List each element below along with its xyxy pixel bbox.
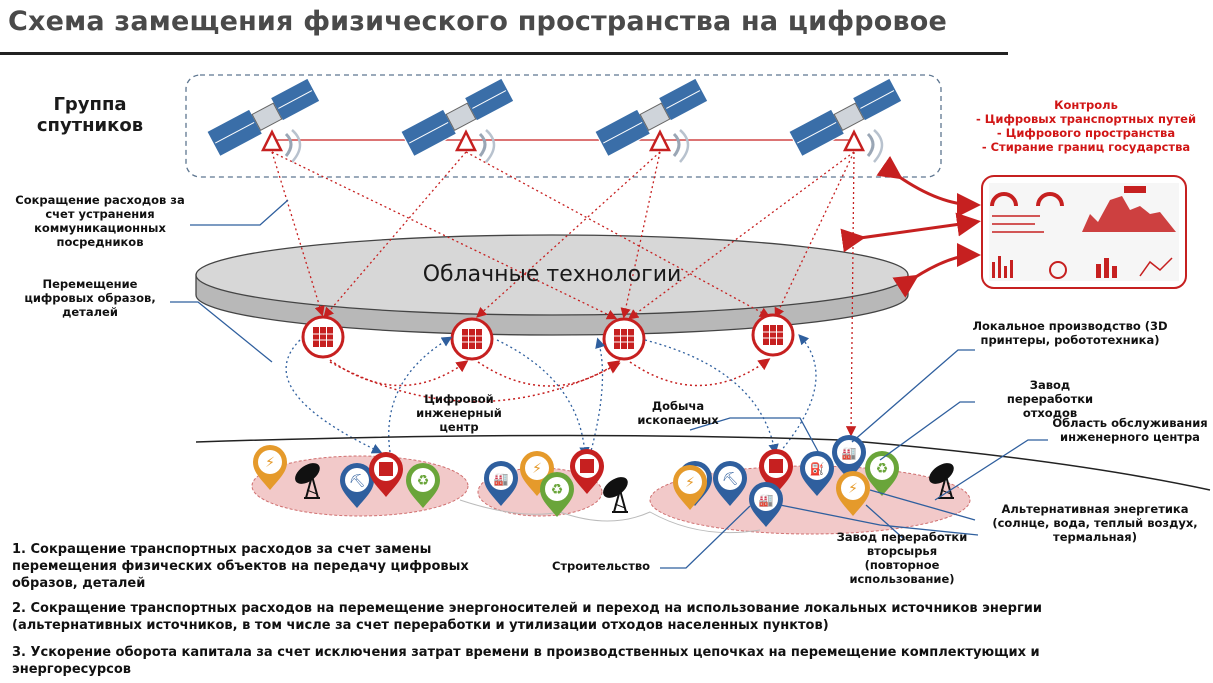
control-item-2: - Цифрового пространства <box>996 126 1176 140</box>
svg-text:⛏: ⛏ <box>349 474 366 489</box>
crane-pin-1: ⛏ <box>340 463 374 508</box>
service-area-label: Область обслуживания инженерного центра <box>1052 416 1208 444</box>
note-3: 3. Ускорение оборота капитала за счет ис… <box>12 645 1040 677</box>
cloud-server-1 <box>301 315 345 359</box>
alt-energy-pin-2: ⚡ <box>520 451 554 496</box>
recycling-plant-label: Завод переработки вторсырья (повторное и… <box>836 530 968 586</box>
alt-energy-pin-3: ⚡ <box>673 465 707 510</box>
control-item-3: - Стирание границ государства <box>981 140 1191 154</box>
cost-reduction-label: Сокращение расходов за счет устранения к… <box>15 193 185 249</box>
svg-text:♻: ♻ <box>551 482 564 498</box>
factory-pin-4: 🏭 <box>749 482 783 527</box>
construction-label: Строительство <box>551 559 651 573</box>
crane-pin-3: ⛏ <box>713 461 747 506</box>
alt-energy-pin-4: ⚡ <box>836 471 870 516</box>
page-title: Схема замещения физического пространства… <box>8 6 948 37</box>
svg-text:🏭: 🏭 <box>842 446 857 460</box>
engineering-center-label: Цифровой инженерный центр <box>416 392 502 434</box>
waste-plant-label: Завод переработки отходов <box>1006 378 1094 420</box>
server-pin-2 <box>570 449 604 494</box>
factory-pin-5: 🏭 <box>832 435 866 480</box>
ground-line <box>195 434 1211 491</box>
note-1: 1. Сокращение транспортных расходов за с… <box>12 542 469 591</box>
svg-text:⚡: ⚡ <box>685 475 695 491</box>
cloud-label: Облачные технологии <box>422 262 682 287</box>
svg-text:⚡: ⚡ <box>848 481 858 497</box>
svg-text:♻: ♻ <box>417 473 430 489</box>
svg-text:🏭: 🏭 <box>759 493 774 507</box>
svg-text:⚡: ⚡ <box>265 455 275 471</box>
control-item-1: - Цифровых транспортных путей <box>975 112 1197 126</box>
dish-icon-2 <box>598 471 633 513</box>
svg-text:⛏: ⛏ <box>722 472 739 487</box>
control-block: Контроль - Цифровых транспортных путей -… <box>962 98 1210 154</box>
svg-text:♻: ♻ <box>876 461 889 477</box>
local-production-label: Локальное производство (3D принтеры, роб… <box>972 319 1168 347</box>
svg-text:⛽: ⛽ <box>810 462 825 476</box>
note-2: 2. Сокращение транспортных расходов на п… <box>12 601 1042 633</box>
recycle-pin-3: ♻ <box>865 451 899 496</box>
cloud-server-3 <box>602 317 646 361</box>
server-pin-1 <box>369 452 403 497</box>
satellite-beacon-2 <box>454 129 478 152</box>
cloud-server-2 <box>450 317 494 361</box>
satellites-label: Группа спутников <box>36 94 144 136</box>
recycle-pin-1: ♻ <box>406 463 440 508</box>
satellite-group-frame <box>185 74 942 178</box>
svg-text:🏭: 🏭 <box>494 472 509 486</box>
svg-text:⚡: ⚡ <box>532 461 542 477</box>
alt-energy-pin-1: ⚡ <box>253 445 287 490</box>
cloud-server-4 <box>751 313 795 357</box>
recycle-pin-2: ♻ <box>540 472 574 517</box>
control-heading: Контроль <box>1054 98 1118 112</box>
pumpjack-pin: ⛽ <box>800 451 834 496</box>
satellite-beacon-4 <box>842 129 866 152</box>
control-dashboard <box>981 175 1187 289</box>
movement-label: Перемещение цифровых образов, деталей <box>24 277 156 319</box>
factory-pin-2: 🏭 <box>484 461 518 506</box>
server-pin-3 <box>759 449 793 494</box>
title-divider <box>0 52 1008 55</box>
mining-label: Добыча ископаемых <box>637 399 719 427</box>
alt-energy-label: Альтернативная энергетика (солнце, вода,… <box>992 502 1198 544</box>
satellite-beacon-1 <box>260 129 284 152</box>
satellite-beacon-3 <box>648 129 672 152</box>
